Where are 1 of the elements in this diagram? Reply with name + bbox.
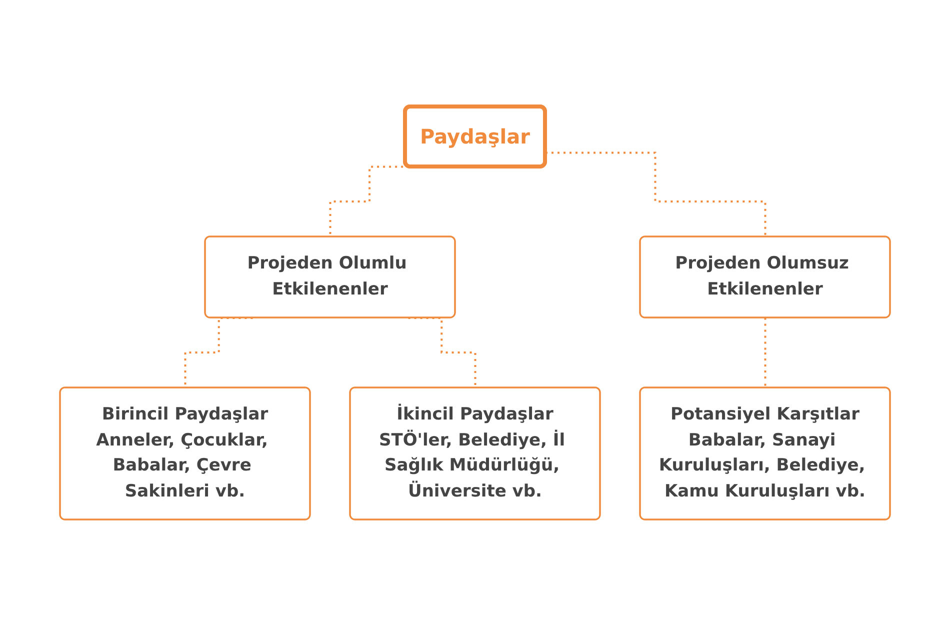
connector xyxy=(764,317,766,389)
